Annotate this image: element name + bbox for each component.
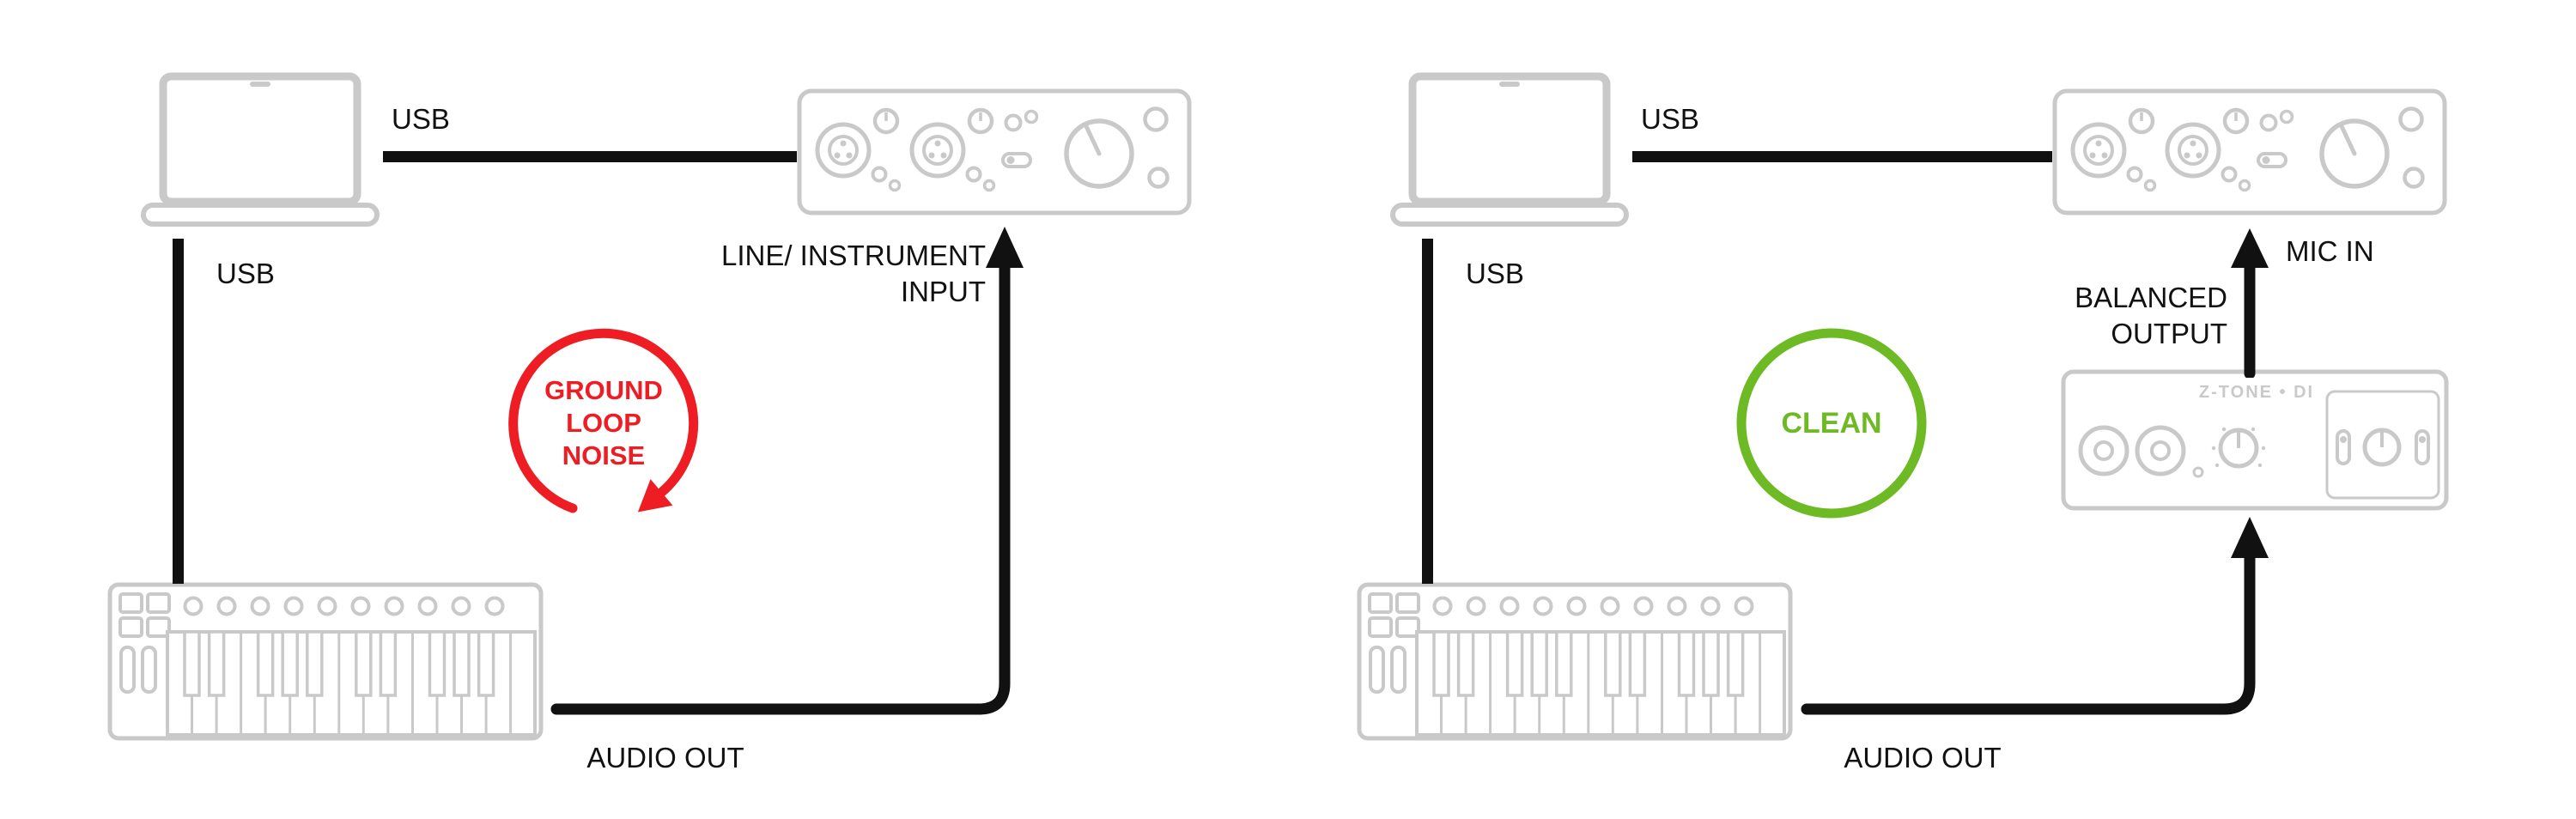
audio-interface-icon — [2052, 88, 2447, 215]
laptop-icon — [140, 72, 380, 231]
midi-keyboard-icon — [1357, 582, 1793, 741]
usb-cable-horizontal — [1632, 151, 2052, 162]
clean-indicator: CLEAN — [1720, 312, 1943, 535]
di-box-label: Z-TONE • DI — [2199, 383, 2314, 402]
usb-top-label-right: USB — [1641, 103, 1699, 135]
ground-loop-indicator: GROUND LOOP NOISE — [492, 312, 715, 535]
usb-cable-vertical — [173, 239, 184, 584]
usb-side-label-left: USB — [216, 258, 275, 289]
mic-in-label: MIC IN — [2286, 235, 2374, 267]
audio-out-arrow — [550, 213, 1030, 728]
ground-loop-arrow-icon — [508, 328, 699, 513]
line-instrument-input-label: LINE/ INSTRUMENT INPUT — [720, 240, 986, 307]
audio-interface-icon — [797, 88, 1192, 215]
clean-label: CLEAN — [1781, 407, 1882, 440]
usb-top-label-left: USB — [392, 103, 450, 135]
midi-keyboard-icon — [107, 582, 544, 741]
balanced-output-label: BALANCED OUTPUT — [2075, 282, 2227, 349]
di-box-icon: Z-TONE • DI — [2061, 369, 2449, 511]
audio-out-arrow — [1796, 505, 2277, 745]
laptop-icon — [1389, 72, 1630, 231]
audio-out-label-left: AUDIO OUT — [586, 742, 744, 774]
clean-circle-icon — [1736, 328, 1927, 519]
audio-out-label-right: AUDIO OUT — [1844, 742, 2002, 774]
balanced-output-arrow — [2207, 215, 2293, 378]
usb-cable-vertical — [1422, 239, 1433, 584]
usb-cable-horizontal — [383, 151, 797, 162]
ground-loop-noise-label: GROUND LOOP NOISE — [544, 375, 663, 470]
usb-side-label-right: USB — [1466, 258, 1524, 289]
